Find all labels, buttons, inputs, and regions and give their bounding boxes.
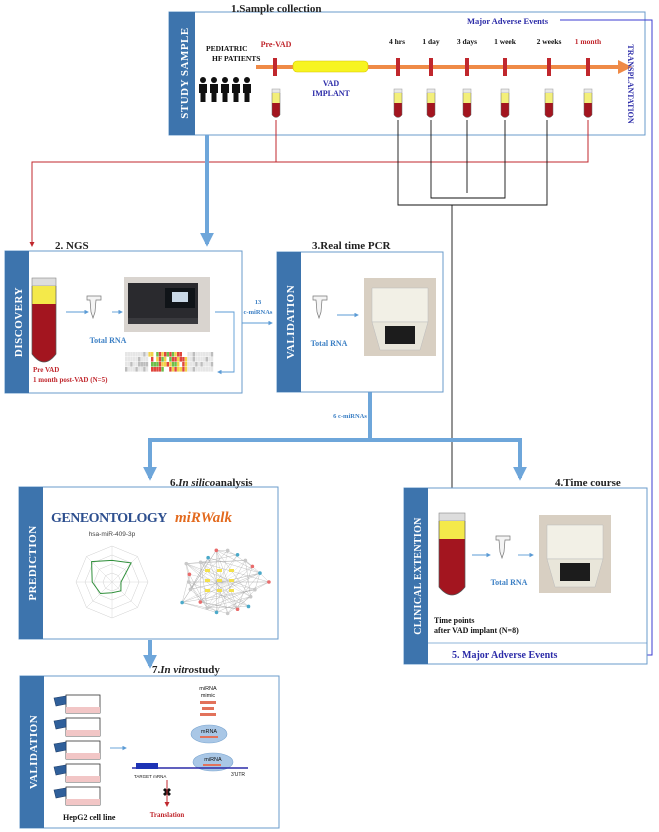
timecourse-side-label: CLINICAL EXTENTION [413,517,424,635]
time-label-2weeks: 2 weeks [537,37,562,46]
invitro-panel: VALIDATION 7.In vitrostudy HepG2 cell li… [19,664,280,829]
mae-top-label: Major Adverse Events [467,16,549,26]
utr-label: 3'UTR [231,772,245,778]
sample-collection-panel: STUDY SAMPLE 1.Sample collection Major A… [168,3,646,136]
vad-label-2: IMPLANT [312,89,350,98]
timecourse-title: 4.Time course [555,477,621,489]
sequencer-photo [124,277,210,332]
mirna-mimic-icon [200,701,216,716]
risc-complex-upper: mRNA [190,724,228,744]
radar-title: hsa-miR-409-3p [89,531,136,538]
patients-label-2: HF PATIENTS [212,54,260,63]
pre-vad-label: Pre-VAD [261,40,292,49]
ngs-total-rna: Total RNA [90,336,127,345]
pcr-total-rna: Total RNA [311,339,348,348]
sample-title: 1.Sample collection [231,3,321,15]
risc-complex-lower: miRNA [192,752,234,772]
pcr-panel: VALIDATION 3.Real time PCR Total RNA [276,240,444,393]
pcr-title: 3.Real time PCR [312,240,392,252]
c-mirnas-count: 13 [255,299,262,306]
mirna-mimic-label-1: miRNA [199,686,217,692]
time-label-1month: 1 month [575,37,602,46]
time-label-4hrs: 4 hrs [389,37,405,46]
insilico-title: 6.In silicoanalysis [170,477,253,489]
ngs-post-vad: 1 month post-VAD (N=5) [33,376,108,384]
translation-label: Translation [150,811,185,819]
geneontology-logo: GENEONTOLOGY [51,511,167,526]
sample-connectors [29,19,653,658]
insilico-side-label: PREDICTION [27,525,39,600]
radar-chart [75,545,149,619]
target-mrna-label: TARGET mRNA [134,774,166,779]
time-points-label: Time points [434,616,475,625]
ngs-panel: DISCOVERY 2. NGS Total RNA Pre VAD 1 mon… [4,240,243,394]
timecourse-pcr-photo [539,515,611,593]
invitro-title: 7.In vitrostudy [152,664,220,676]
sample-side-label: STUDY SAMPLE [179,27,191,118]
timecourse-total-rna: Total RNA [491,578,528,587]
ngs-title: 2. NGS [55,240,89,252]
target-orf [136,763,158,769]
invitro-side-label: VALIDATION [28,715,40,789]
mirna-label: miRNA [204,757,222,763]
mrna-label: mRNA [201,729,218,735]
flow-arrows [143,135,527,669]
vad-label-1: VAD [323,79,340,88]
ngs-pre-vad: Pre VAD [33,366,59,374]
six-c-mirnas-label: 6 c-miRNAs [333,413,367,420]
patients-label-1: PEDIATRIC [206,44,248,53]
transplantation-label: TRANSPLANTATION [626,44,635,123]
time-label-1day: 1 day [422,37,440,46]
mirna-mimic-label-2: mimic [201,693,216,699]
ngs-tube-icon [31,277,57,363]
pcr-side-label: VALIDATION [285,285,297,359]
mae-bottom-label: 5. Major Adverse Events [452,650,557,661]
timecourse-panel: CLINICAL EXTENTION 4.Time course Total R… [403,477,648,665]
hepg2-label: HepG2 cell line [63,813,116,822]
timeline-arrowhead [618,60,632,74]
time-label-1week: 1 week [494,37,517,46]
timeline-ticks [273,58,590,76]
mirwalk-logo: miRWalk [175,510,232,526]
c-mirnas-label: c-miRNAs [244,309,273,316]
after-vad-label: after VAD implant (N=8) [434,626,519,635]
timecourse-tube-icon [438,512,466,596]
insilico-panel: PREDICTION 6.In silicoanalysis GENEONTOL… [18,477,279,640]
vad-implant-bar [292,60,369,73]
ngs-side-label: DISCOVERY [13,287,25,357]
pcr-machine-photo [364,278,436,356]
interaction-network [180,548,271,616]
time-label-3days: 3 days [457,37,477,46]
sequence-heatmap [125,352,214,372]
